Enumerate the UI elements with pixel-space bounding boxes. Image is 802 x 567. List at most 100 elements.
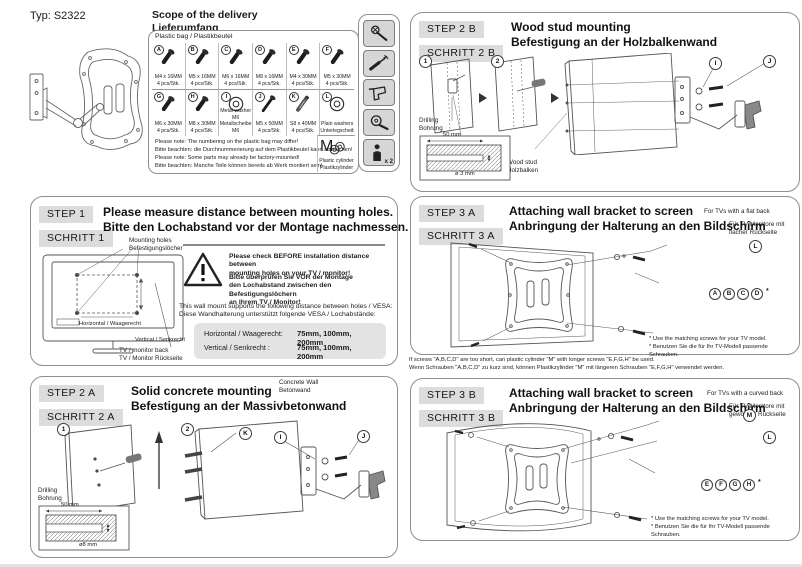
step3a-sub-de: Für TV/Monitore mit flacher Rückseite — [729, 221, 785, 237]
supports-de: Diese Wandhalterung unterstützt folgende… — [179, 311, 376, 319]
step3b-sub-de: Für TV/Monitore mit gewölbter Rückseite — [729, 403, 786, 419]
product-drawing — [29, 48, 143, 150]
step2a-badge-de: SCHRITT 2 A — [39, 409, 123, 426]
callout-part-L: L — [763, 431, 776, 444]
part-letter-I: I — [221, 92, 232, 102]
part-letter-J: J — [255, 92, 265, 102]
part-letter-K: K — [288, 92, 299, 102]
page-edge-strip — [0, 564, 802, 567]
step3a-badge-en: STEP 3 A — [419, 205, 484, 222]
callout-part-K: K — [239, 427, 252, 440]
step3a-footnotes: * Use the matching screws for your TV mo… — [649, 335, 799, 359]
callout-screw-f: F — [715, 478, 727, 491]
part-icon-screw — [186, 94, 219, 114]
callout-part-L: L — [749, 240, 762, 253]
vesa-v-value: 75mm, 100mm, 200mm — [297, 343, 352, 361]
drilling-inset-2a — [38, 505, 130, 551]
step3a-sub-de-1: Für TV/Monitore mit — [729, 221, 785, 228]
callout-step-1: 1 — [57, 423, 70, 436]
step2b-title-de: Befestigung an der Holzbalkenwand — [511, 35, 718, 49]
step3b-sub-de-1: Für TV/Monitore mit — [729, 403, 785, 410]
wood-stud-label-de: Holzbalken — [507, 166, 539, 174]
callout-screw-e: E — [701, 478, 713, 491]
tv-back-label-de: TV / Monitor Rückseite — [119, 354, 183, 362]
callout-part-M: M — [743, 409, 756, 422]
warn-en-line2: mounting holes on your TV / monitor! — [229, 269, 351, 277]
concrete-mounting-diagram — [64, 420, 386, 520]
flat-back-diagram — [450, 242, 668, 348]
step3b-badge-en: STEP 3 B — [419, 387, 485, 404]
step3a-title-en: Attaching wall bracket to screen — [509, 204, 694, 218]
step3b-title-en: Attaching wall bracket to screen — [509, 386, 694, 400]
dim-50mm-2b: 50 mm — [443, 132, 461, 138]
part-letter-F: F — [322, 45, 333, 55]
step3a-title-de: Anbringung der Halterung an den Bildschi… — [509, 219, 766, 233]
step2a-title-de: Befestigung an der Massivbetonwand — [131, 399, 347, 413]
warning-text-en: Please check BEFORE installation distanc… — [229, 253, 397, 278]
warn-de-line1: Bitte überprüfen Sie VOR der Montage — [229, 274, 353, 281]
part-icon-screw — [219, 47, 252, 67]
model-type-label: Typ: S2322 — [30, 10, 86, 22]
supports-en: This wall mount supports the following d… — [179, 303, 393, 310]
part-letter-E: E — [288, 45, 299, 55]
step-2a-panel: STEP 2 A SCHRITT 2 A Solid concrete moun… — [30, 376, 398, 558]
step3b-badge-de: SCHRITT 3 B — [419, 410, 504, 427]
warning-icon — [183, 252, 223, 287]
tool-count-label: x 2 — [384, 159, 393, 166]
part-letter-L: L — [322, 92, 333, 102]
step2b-title-en: Wood stud mounting — [511, 20, 631, 34]
part-icon-longscrew — [253, 94, 286, 114]
part-icon-screw — [152, 47, 185, 67]
scope-notes-1: Please note: The numbering on the plasti… — [155, 139, 352, 154]
footnote-en: * Use the matching screws for your TV mo… — [649, 336, 767, 342]
callout-screw-c: C — [737, 287, 749, 300]
part-icon-screw — [320, 47, 354, 67]
vesa-v-label: Vertical / Senkrecht : — [204, 343, 270, 352]
part-letter-H: H — [187, 92, 198, 102]
step1-title-en: Please measure distance between mounting… — [103, 205, 394, 219]
asterisk-mark: * — [758, 478, 761, 486]
part-icon-screw — [253, 47, 286, 67]
scope-title-en: Scope of the delivery — [152, 9, 258, 21]
callout-screw-d: D — [751, 287, 763, 300]
footnote-de: * Benutzen Sie die für Ihr TV-Modell pas… — [649, 344, 768, 359]
drilling-label-en: Drilling — [419, 117, 439, 124]
bag-label: Plastic bag / Plastikbeutel — [155, 33, 233, 40]
mounting-holes-label: Mounting holes Befestigungslöcher — [129, 237, 183, 253]
note-line-please-note:: Please note: The numbering on the plasti… — [155, 139, 299, 145]
part-icon-cylinder — [318, 138, 355, 158]
vesa-h-value: 75mm, 100mm, 200mm — [297, 329, 352, 347]
part-letter-C: C — [221, 45, 232, 55]
drilling-label-2a: Drilling Bohrung — [38, 487, 62, 503]
asterisk-mark: * — [766, 287, 769, 295]
vesa-box: Horizontal / Waagerecht: 75mm, 100mm, 20… — [194, 323, 386, 361]
footnote-en: * Use the matching screws for your TV mo… — [651, 516, 769, 522]
wood-stud-label-en: Wood stud — [507, 159, 537, 166]
between-steps-note: If screws "A,B,C,D" are too short, can p… — [409, 356, 724, 372]
part-icon-anchor — [287, 94, 320, 114]
part-letter-D: D — [255, 45, 265, 55]
wood-stud-diagram — [430, 53, 766, 155]
required-tools-strip: x 2 — [358, 14, 400, 172]
part-letter-G: G — [154, 92, 164, 102]
step-3b-panel: STEP 3 B SCHRITT 3 B Attaching wall brac… — [410, 378, 800, 541]
warn-de-line3: an Ihrem TV / Monitor! — [229, 299, 301, 307]
concrete-wall-label-de: Betonwand — [279, 386, 311, 394]
